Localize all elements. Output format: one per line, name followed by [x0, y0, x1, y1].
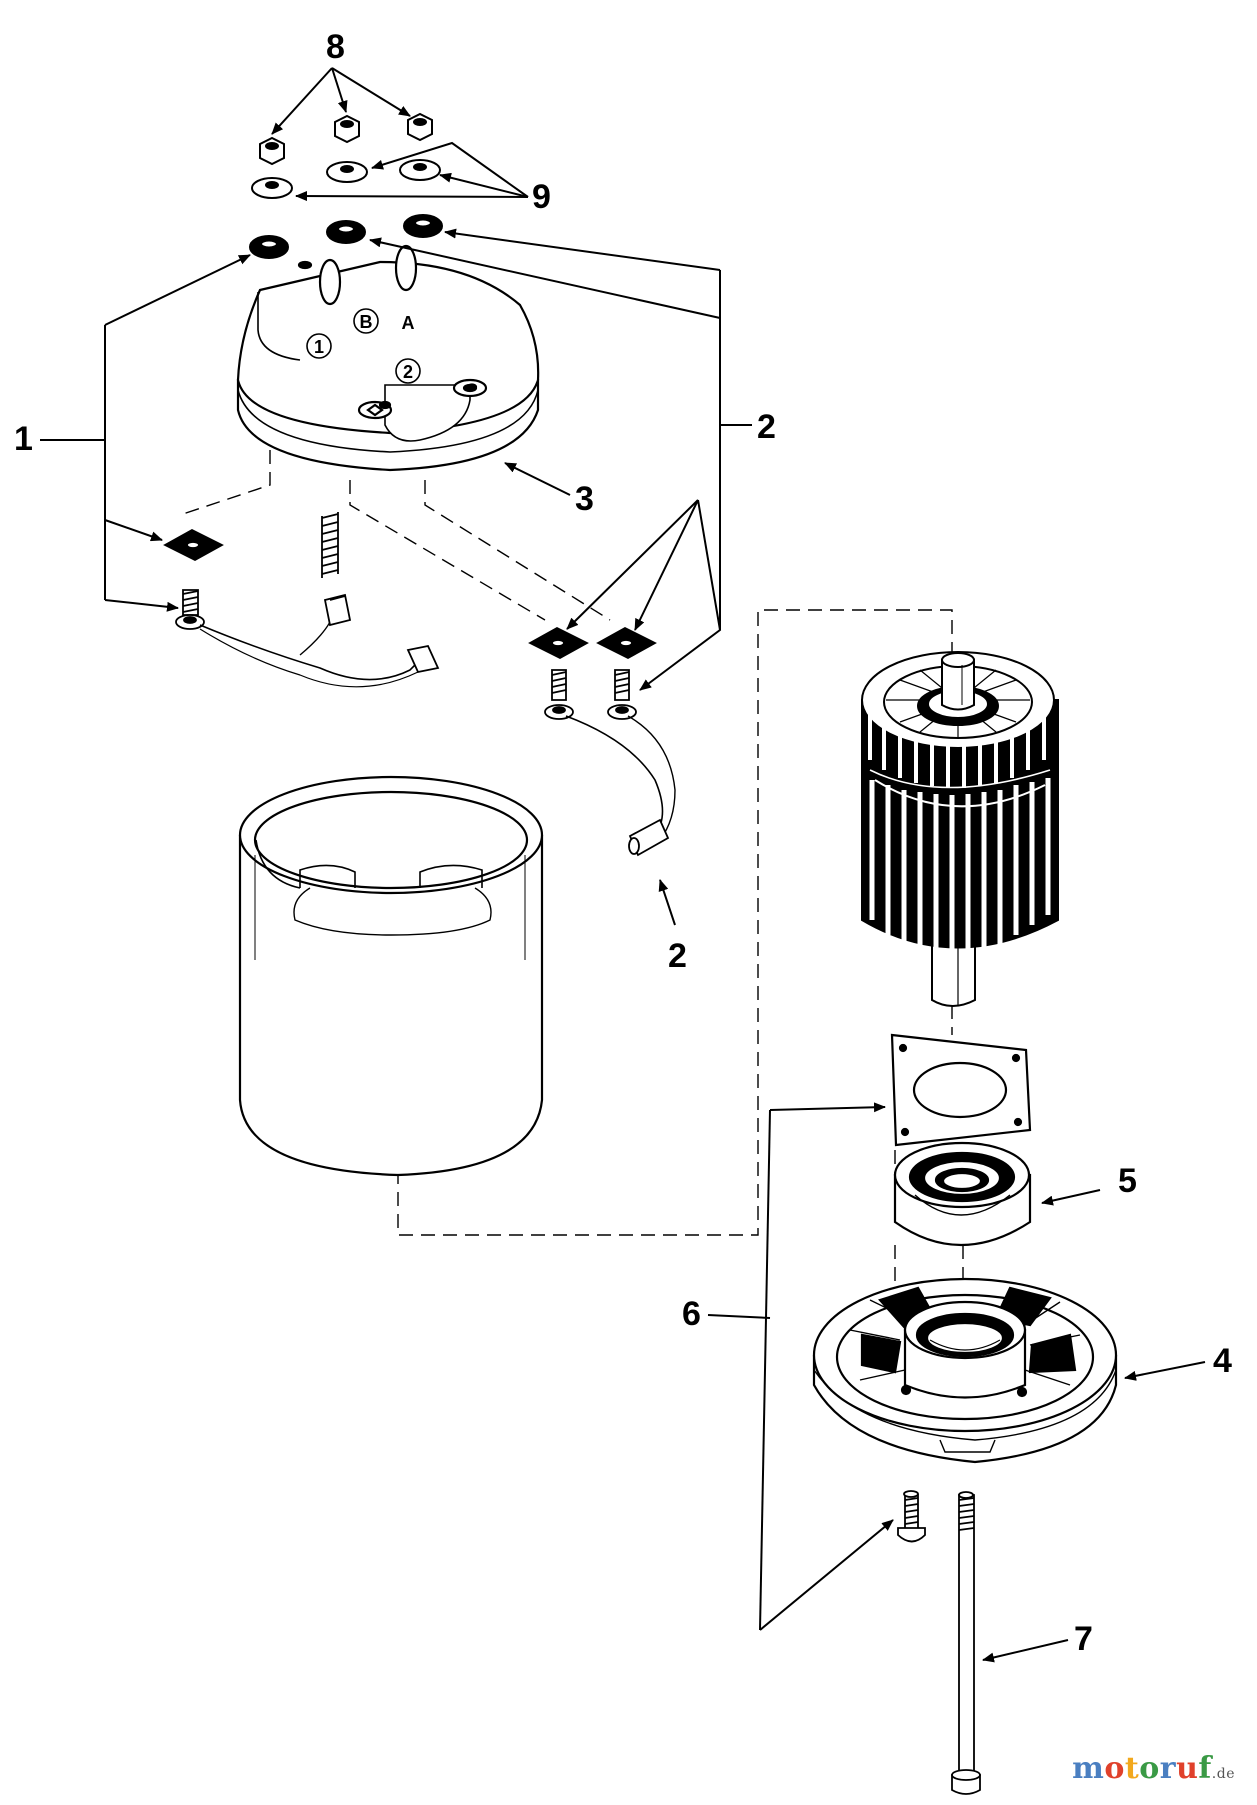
callout-5: 5 [1118, 1162, 1137, 1200]
terminal-mark-two: 2 [403, 362, 413, 382]
watermark-letter: u [1176, 1751, 1199, 1786]
callout-2-bottom: 2 [668, 937, 687, 975]
callout-4: 4 [1213, 1342, 1232, 1380]
terminal-mark-one: 1 [314, 337, 324, 357]
callout-1: 1 [14, 420, 33, 458]
right-brush-screws [544, 669, 676, 857]
flat-washers [251, 159, 441, 199]
callout-2-top: 2 [757, 408, 776, 446]
washer-middle [326, 161, 368, 183]
insulator-middle [326, 220, 366, 244]
bearing [893, 1141, 1032, 1246]
left-brush-assembly [175, 589, 440, 688]
nut-middle [334, 114, 360, 144]
insulator-square-right [596, 626, 657, 660]
washer-left [251, 177, 293, 199]
callout-7: 7 [1074, 1620, 1093, 1658]
nut-left [259, 136, 285, 166]
through-bolt [951, 1491, 981, 1795]
watermark-letter: t [1124, 1751, 1140, 1786]
brush-spring [321, 512, 339, 578]
nuts [259, 112, 433, 166]
callout-9: 9 [532, 178, 551, 216]
mounting-gasket [890, 1033, 1032, 1147]
callout-labels: 8 9 1 2 3 2 5 6 4 7 [14, 28, 1232, 1658]
terminal-marks: 1 B 2 A [314, 312, 415, 382]
watermark-letter: o [1139, 1751, 1160, 1786]
insulator-square-left [163, 528, 224, 562]
terminal-mark-b: B [360, 312, 373, 332]
square-insulators [163, 528, 657, 660]
insulator-left [249, 235, 289, 259]
watermark-logo: motoruf.de [1072, 1751, 1235, 1786]
callout-8: 8 [326, 28, 345, 66]
armature [861, 651, 1059, 1007]
end-bell-screw [897, 1490, 926, 1543]
watermark-letter: m [1072, 1751, 1105, 1786]
drive-end-bell [812, 1277, 1118, 1464]
brush-holder-end-cap [236, 244, 540, 472]
insulating-washers [249, 214, 443, 259]
field-housing [238, 775, 544, 1177]
watermark-letter: r [1159, 1751, 1177, 1786]
terminal-mark-a: A [402, 313, 415, 333]
watermark-letter: o [1104, 1751, 1125, 1786]
insulator-square-mid [528, 626, 589, 660]
insulator-right [403, 214, 443, 238]
watermark-letter: f [1198, 1751, 1212, 1786]
leader-lines [40, 67, 1206, 1663]
nut-right [407, 112, 433, 142]
watermark-suffix: .de [1211, 1766, 1235, 1782]
washer-right [399, 159, 441, 181]
callout-6: 6 [682, 1295, 701, 1333]
callout-3: 3 [575, 480, 594, 518]
